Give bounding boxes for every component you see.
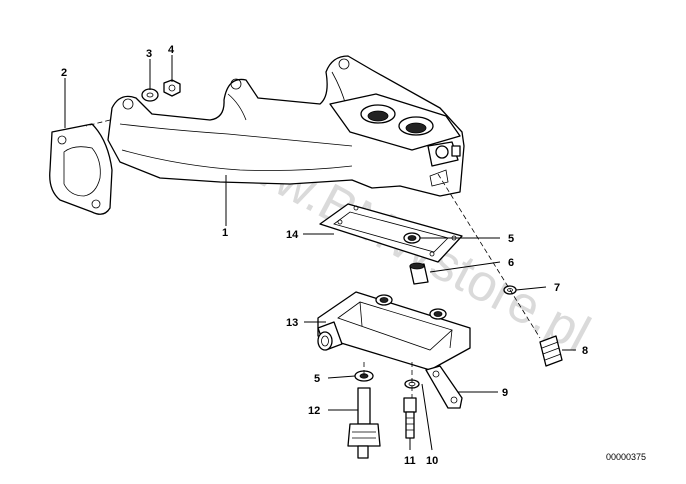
callout-7: 7	[554, 282, 560, 294]
callout-11: 11	[404, 455, 416, 467]
callout-5-lower: 5	[314, 373, 320, 385]
leader-lines	[64, 55, 576, 451]
flange-gasket	[49, 123, 113, 215]
bracket	[425, 365, 463, 409]
temperature-sensor	[539, 335, 563, 367]
hex-nut	[163, 79, 181, 97]
callout-3: 3	[146, 48, 152, 60]
diagram-code: 00000375	[606, 452, 646, 462]
callout-4: 4	[168, 44, 175, 56]
callout-numbers: 1 2 3 4 5 5 6 7 8 9 10 11 12 13 14	[61, 44, 588, 467]
screw-plug	[409, 262, 429, 285]
callout-8: 8	[582, 345, 588, 357]
sealing-ring-upper	[403, 232, 421, 244]
callout-6: 6	[508, 257, 514, 269]
assembly-lines	[85, 119, 541, 398]
callout-10: 10	[426, 455, 438, 467]
callout-14: 14	[286, 229, 299, 241]
hex-bolt	[403, 397, 417, 439]
washer	[141, 88, 159, 102]
callout-13: 13	[286, 317, 298, 329]
callout-5-upper: 5	[508, 233, 514, 245]
callout-1: 1	[222, 227, 228, 239]
intake-manifold	[107, 55, 465, 197]
callout-9: 9	[502, 387, 508, 399]
temperature-sender	[347, 387, 381, 459]
callout-2: 2	[61, 67, 67, 79]
sealing-ring-lower	[354, 370, 374, 382]
throttle-gasket	[319, 203, 463, 263]
coolant-housing	[317, 291, 471, 371]
callout-12: 12	[308, 405, 320, 417]
